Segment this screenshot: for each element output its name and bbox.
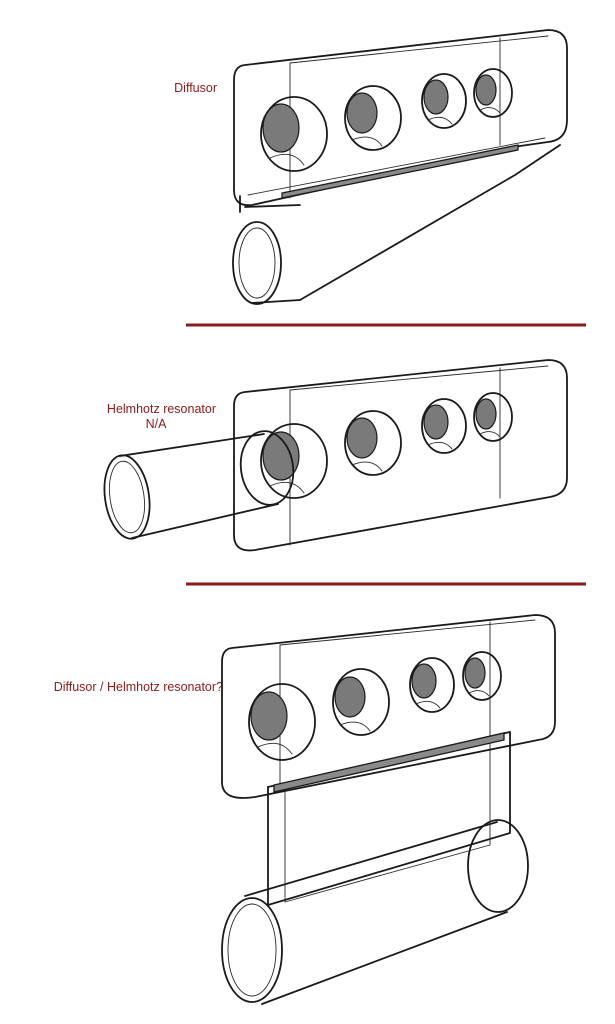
diffusor-figure: Diffusor xyxy=(174,29,568,305)
diffusor-taper xyxy=(239,144,561,301)
diffusor-pipe xyxy=(232,204,301,305)
helmholtz-label-line-2: N/A xyxy=(146,417,168,431)
combined-cylinder xyxy=(221,819,529,1005)
combined-figure: Diffusor / Helmhotz resonator? xyxy=(54,614,556,1005)
combined-holes xyxy=(248,651,502,761)
diffusor-slot xyxy=(281,144,519,199)
helmholtz-label-line-1: Helmhotz resonator xyxy=(107,402,216,416)
combined-label: Diffusor / Helmhotz resonator? xyxy=(54,680,223,694)
helmholtz-holes xyxy=(260,392,513,499)
diffusor-holes xyxy=(260,68,513,172)
diffusor-box xyxy=(233,29,568,207)
helmholtz-tube xyxy=(103,430,295,540)
combined-slot xyxy=(273,732,505,793)
diffusor-label: Diffusor xyxy=(174,81,217,95)
helmholtz-figure: Helmhotz resonator N/A xyxy=(103,359,568,552)
